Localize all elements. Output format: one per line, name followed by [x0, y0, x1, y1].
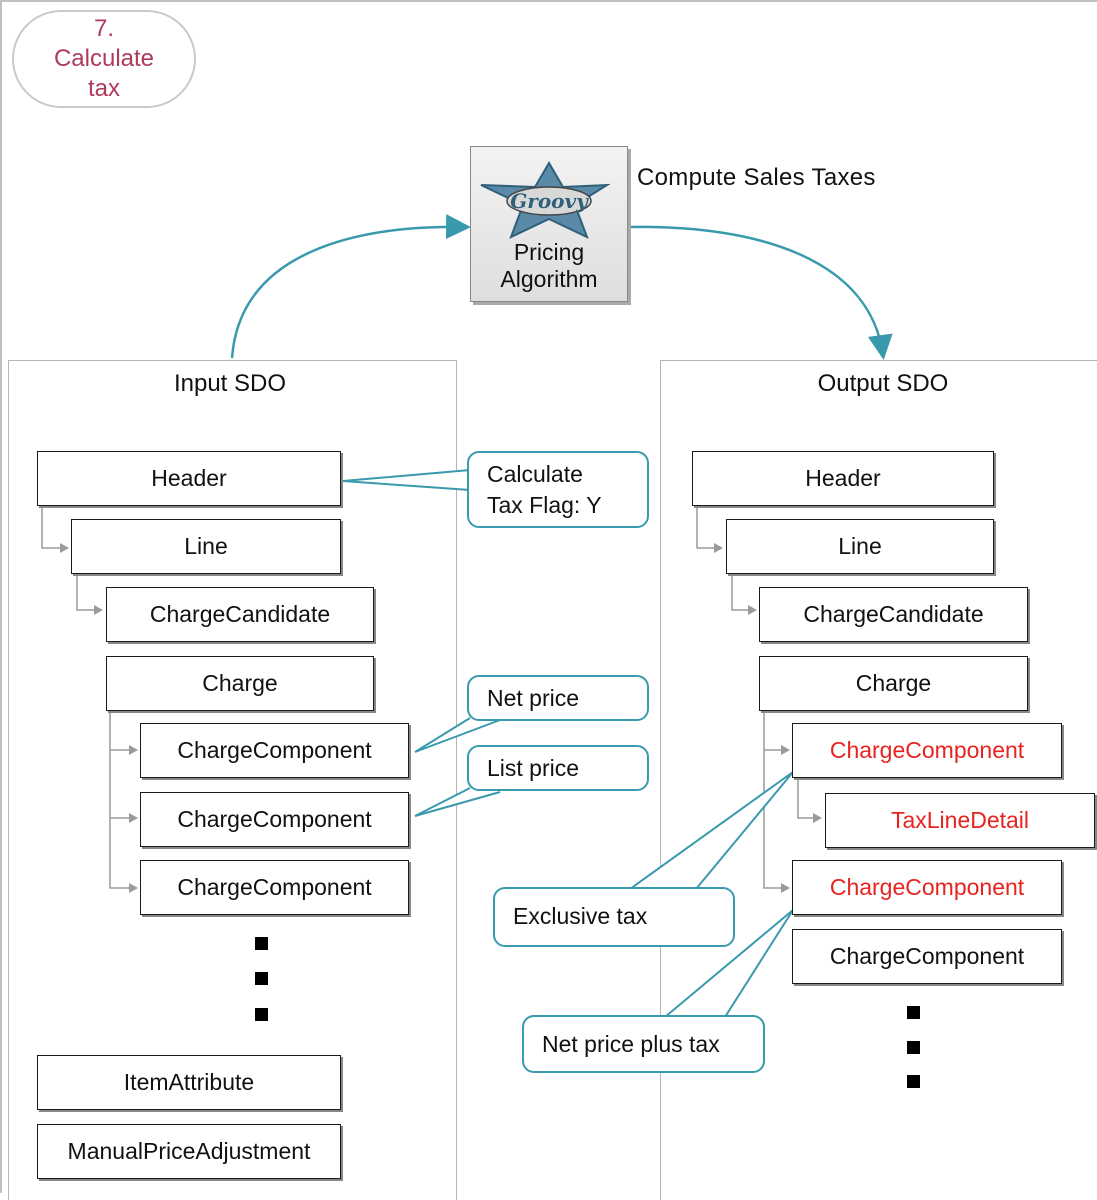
output-charge-box: Charge: [759, 656, 1028, 711]
pricing-algorithm-box: Groovy Pricing Algorithm: [470, 146, 628, 302]
input-charge-component-box: ChargeComponent: [140, 860, 409, 915]
step-title-line2: tax: [87, 75, 120, 102]
ellipsis-dots-icon: [907, 1075, 920, 1088]
input-charge-candidate-box: ChargeCandidate: [106, 587, 374, 642]
ellipsis-dots-icon: [255, 937, 268, 950]
input-item-attribute-box: ItemAttribute: [37, 1055, 341, 1110]
pricing-algorithm-label: Pricing Algorithm: [471, 239, 627, 293]
output-charge-candidate-box: ChargeCandidate: [759, 587, 1028, 642]
ellipsis-dots-icon: [255, 1008, 268, 1021]
compute-sales-taxes-title: Compute Sales Taxes: [637, 164, 876, 191]
input-charge-component-box: ChargeComponent: [140, 723, 409, 778]
input-line-box: Line: [71, 519, 341, 574]
exclusive-tax-callout: Exclusive tax: [493, 887, 735, 947]
frame-left-border: [0, 0, 2, 1193]
output-header-box: Header: [692, 451, 994, 506]
input-manual-price-adjustment-box: ManualPriceAdjustment: [37, 1124, 341, 1179]
input-to-algorithm-arrow: [230, 214, 471, 359]
net-price-plus-tax-callout: Net price plus tax: [522, 1015, 765, 1073]
algorithm-to-output-arrow: [629, 225, 893, 360]
frame-top-border: [0, 0, 1097, 2]
output-charge-component-net-plus-tax-box: ChargeComponent: [792, 860, 1062, 915]
output-charge-component-box: ChargeComponent: [792, 929, 1062, 984]
step-title-line1: Calculate: [53, 45, 155, 72]
input-header-box: Header: [37, 451, 341, 506]
groovy-logo-text: Groovy: [510, 189, 589, 213]
algorithm-label-line1: Pricing: [513, 239, 585, 265]
net-price-callout: Net price: [467, 675, 649, 721]
output-charge-component-tax-box: ChargeComponent: [792, 723, 1062, 778]
calculate-tax-flag-callout: Calculate Tax Flag: Y: [467, 451, 649, 528]
output-tax-line-detail-box: TaxLineDetail: [825, 793, 1095, 848]
input-sdo-title: Input SDO: [173, 370, 287, 397]
ellipsis-dots-icon: [907, 1041, 920, 1054]
tax-flag-line1: Calculate: [487, 461, 583, 487]
groovy-star-icon: Groovy: [480, 161, 611, 239]
output-sdo-title: Output SDO: [817, 370, 949, 397]
input-charge-component-box: ChargeComponent: [140, 792, 409, 847]
step-badge: 7. Calculate tax: [12, 10, 196, 108]
tax-flag-line2: Tax Flag: Y: [487, 492, 602, 518]
output-line-box: Line: [726, 519, 994, 574]
ellipsis-dots-icon: [255, 972, 268, 985]
step-number: 7.: [93, 15, 114, 42]
input-charge-box: Charge: [106, 656, 374, 711]
ellipsis-dots-icon: [907, 1006, 920, 1019]
list-price-callout: List price: [467, 745, 649, 791]
algorithm-label-line2: Algorithm: [500, 266, 598, 292]
